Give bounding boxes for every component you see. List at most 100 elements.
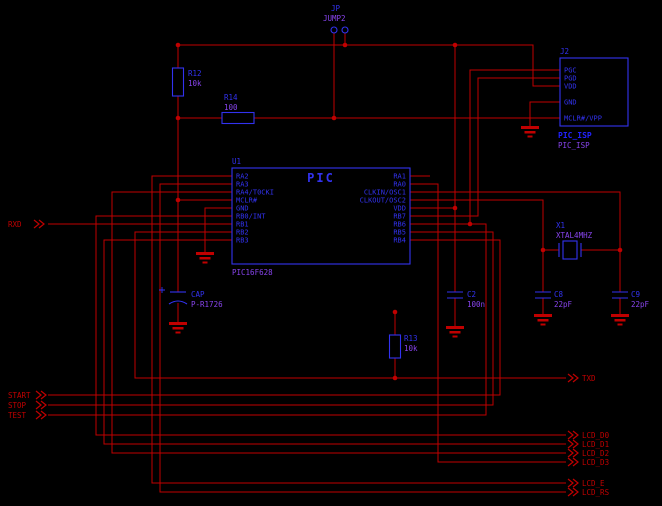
junction-dot <box>175 42 181 48</box>
jumper-jp[interactable]: JP JUMP2 <box>323 4 349 34</box>
port-label: LCD_D2 <box>582 449 609 458</box>
junction-dot <box>175 197 181 203</box>
port-label: TEST <box>8 411 27 420</box>
port-rxd[interactable]: RXD <box>8 219 45 229</box>
ground-icon <box>521 126 539 138</box>
isp-pin-label: MCLR#/VPP <box>564 115 602 123</box>
net-gnd-pin[interactable] <box>204 207 212 252</box>
net-vdd-rail[interactable] <box>177 44 560 87</box>
port-lcd-d0[interactable]: LCD_D0 <box>567 430 610 440</box>
port-label: START <box>8 391 31 400</box>
pic-pin-label: RB2 <box>236 229 249 237</box>
pic-body[interactable] <box>231 167 411 265</box>
net-stop[interactable] <box>48 231 494 406</box>
isp-body[interactable] <box>559 57 629 127</box>
junction-dot <box>617 247 623 253</box>
capacitor-c8[interactable]: C8 22pF <box>535 290 573 309</box>
resistor-r13[interactable]: R13 10k <box>388 334 419 359</box>
crystal-ref: X1 <box>556 221 565 230</box>
port-lcd-e[interactable]: LCD_E <box>567 478 605 488</box>
capacitor-plate <box>447 291 463 299</box>
port-lcd-rs[interactable]: LCD_RS <box>567 487 610 497</box>
resistor-r12[interactable]: R12 10k <box>171 67 203 97</box>
jumper-value: JUMP2 <box>323 14 346 23</box>
net-osc1[interactable] <box>430 191 621 292</box>
net-isp-gnd[interactable] <box>529 101 560 126</box>
port-arrow-icon <box>567 448 579 458</box>
port-test[interactable]: TEST <box>8 410 47 420</box>
port-lcd-d3[interactable]: LCD_D3 <box>567 457 609 467</box>
pic-pin-stubs-right[interactable] <box>410 175 430 241</box>
junction-dot <box>175 115 181 121</box>
port-label: LCD_D0 <box>582 431 610 440</box>
resistor-value: 100 <box>224 103 238 112</box>
port-arrow-icon <box>33 219 45 229</box>
isp-value: PIC_ISP <box>558 141 590 150</box>
jumper-pin[interactable] <box>341 26 349 34</box>
port-label: LCD_RS <box>582 488 610 497</box>
net-lcd-d2[interactable] <box>111 191 566 454</box>
resistor-body[interactable] <box>171 67 185 97</box>
crystal-body[interactable] <box>562 240 578 260</box>
isp-ref: J2 <box>560 47 569 56</box>
capacitor-c1[interactable]: CAP P-R1726 <box>159 287 223 309</box>
capacitor-ref: C2 <box>467 290 476 299</box>
net-test[interactable] <box>48 223 487 416</box>
port-txd[interactable]: TXD <box>567 373 596 383</box>
net-osc2[interactable] <box>430 199 544 292</box>
plus-icon <box>159 287 165 293</box>
pic-pin-label: RB5 <box>393 229 406 237</box>
net-lcd-d0[interactable] <box>95 215 566 436</box>
capacitor-c9[interactable]: C9 22pF <box>612 290 650 309</box>
resistor-ref: R14 <box>224 93 238 102</box>
port-lcd-d2[interactable]: LCD_D2 <box>567 448 609 458</box>
junction-dot <box>467 221 473 227</box>
net-mclr[interactable] <box>177 96 560 292</box>
pic-value: PIC16F628 <box>232 268 273 277</box>
isp-pin-label: PGC <box>564 67 577 75</box>
pic-chip[interactable]: U1 PIC PIC16F628 RA2 RA3 RA4/T0CKI MCLR#… <box>231 157 411 277</box>
pic-pin-label: CLKOUT/OSC2 <box>360 197 406 205</box>
junction-dot <box>342 42 348 48</box>
pic-pin-label: CLKIN/OSC1 <box>364 189 406 197</box>
nets[interactable] <box>48 33 621 493</box>
port-stop[interactable]: STOP <box>8 400 47 410</box>
net-lcd-rs[interactable] <box>159 183 566 493</box>
resistor-body[interactable] <box>221 111 255 125</box>
resistor-r14[interactable]: R14 100 <box>221 93 255 125</box>
resistor-value: 10k <box>188 79 202 88</box>
net-txd[interactable] <box>134 231 566 379</box>
net-pgc[interactable] <box>469 69 560 224</box>
crystal-x1[interactable]: X1 XTAL4MHZ <box>556 221 593 260</box>
port-lcd-d1[interactable]: LCD_D1 <box>567 439 609 449</box>
resistor-body[interactable] <box>388 334 402 359</box>
pic-pin-label: RB3 <box>236 237 249 245</box>
junction-dot <box>540 247 546 253</box>
net-lcd-d1[interactable] <box>103 239 566 445</box>
capacitor-plate <box>535 291 551 299</box>
isp-connector[interactable]: J2 PGC PGD VDD GND MCLR#/VPP PIC_ISP PIC… <box>558 47 629 150</box>
pic-pin-label: RB0/INT <box>236 213 266 221</box>
junction-dot <box>392 375 398 381</box>
port-start[interactable]: START <box>8 390 47 400</box>
pic-ref: U1 <box>232 157 241 166</box>
net-lcd-e[interactable] <box>151 175 566 484</box>
isp-pin-label: VDD <box>564 83 577 91</box>
port-label: LCD_D1 <box>582 440 609 449</box>
net-start[interactable] <box>48 239 501 396</box>
port-label: LCD_E <box>582 479 605 488</box>
port-arrow-icon <box>567 373 579 383</box>
jumper-ref: JP <box>331 4 341 13</box>
capacitor-c2[interactable]: C2 100n <box>447 290 485 309</box>
net-lcd-d3[interactable] <box>430 183 566 463</box>
isp-label: PIC_ISP <box>558 131 592 140</box>
net-vdd-drop[interactable] <box>430 45 456 292</box>
net-pgd[interactable] <box>430 77 560 217</box>
pic-pin-stubs-left[interactable] <box>212 175 232 241</box>
capacitor-value: P-R1726 <box>191 300 223 309</box>
port-arrow-icon <box>35 390 47 400</box>
jumper-pin[interactable] <box>330 26 338 34</box>
junction-dots <box>175 42 623 381</box>
